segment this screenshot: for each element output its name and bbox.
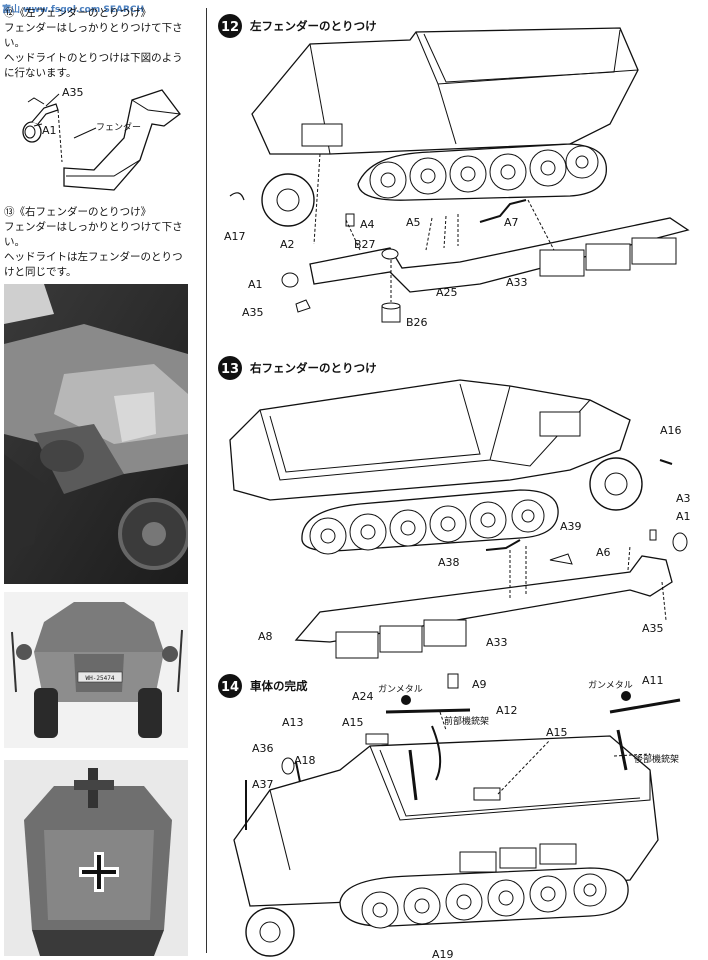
- step12-note-line: い。: [4, 37, 25, 49]
- step12-note-line: に行ないます。: [4, 67, 77, 79]
- step-13-title: 右フェンダーのとりつけ: [249, 361, 377, 375]
- step13-note-line: フェンダーはしっかりとりつけて下さい。: [4, 221, 183, 248]
- part-label: A9: [472, 678, 487, 691]
- step-14-diagram: 14 車体の完成 A24 A13 A15 A36 A18 A37 A9 A12: [218, 673, 681, 960]
- gunmetal-note: ガンメタル: [378, 684, 423, 695]
- headlight-inset-diagram: A35 A1 フェンダー: [22, 86, 181, 191]
- step-14-number: 14: [221, 680, 239, 695]
- column-divider: [206, 8, 207, 953]
- step12-note-title: ⑫《左フェンダーのとりつけ》: [4, 7, 152, 19]
- part-label: A4: [360, 218, 375, 231]
- part-label: A11: [642, 674, 664, 687]
- inset-label-a1: A1: [42, 124, 57, 137]
- part-label: A35: [642, 622, 664, 635]
- part-label: A37: [252, 778, 274, 791]
- part-label: A2: [280, 238, 295, 251]
- part-label: A13: [282, 716, 304, 729]
- step-13-diagram: 13 右フェンダーのとりつけ A16 A3 A1 A39 A38 A6 A8 A…: [218, 356, 691, 659]
- part-label: A6: [596, 546, 611, 559]
- part-label: A17: [224, 230, 246, 243]
- plate-number: WH-25474: [86, 675, 115, 682]
- reference-photo-front-view: WH-25474: [4, 592, 188, 748]
- inset-label-a35: A35: [62, 86, 84, 99]
- rear-mg-mount-note: 後部機銃架: [634, 753, 679, 765]
- step12-note: ⑫《左フェンダーのとりつけ》 フェンダーはしっかりとりつけて下さ い。 ヘッドラ…: [4, 6, 183, 81]
- step-12-title: 左フェンダーのとりつけ: [249, 19, 377, 33]
- step-14-part-labels: A24 A13 A15 A36 A18 A37 A9 A12 A11 A15 A…: [252, 674, 664, 960]
- inset-label-fender: フェンダー: [96, 121, 141, 133]
- part-label: A1: [248, 278, 263, 291]
- part-label: A39: [560, 520, 582, 533]
- part-label: A38: [438, 556, 460, 569]
- part-label: A8: [258, 630, 273, 643]
- step-13-part-labels: A16 A3 A1 A39 A38 A6 A8 A33 A35: [258, 424, 691, 649]
- step-12-number: 12: [221, 20, 239, 35]
- part-label: B26: [406, 316, 428, 326]
- part-label: A33: [506, 276, 528, 289]
- part-label: A19: [432, 948, 454, 960]
- step-number-badge: [218, 674, 242, 698]
- gunmetal-note: ガンメタル: [588, 680, 633, 691]
- step13-note-line: けと同じです。: [4, 266, 77, 278]
- left-column: 富山 www.fsgol.com SEARCH ⑫《左フェンダーのとりつけ》 フ…: [0, 0, 200, 960]
- part-label: A15: [546, 726, 568, 739]
- step-number-badge: [218, 356, 242, 380]
- step13-note-title: ⑬《右フェンダーのとりつけ》: [4, 206, 152, 218]
- reference-photo-rear-view: [4, 760, 188, 956]
- step13-note-line: ヘッドライトは左フェンダーのとりつ: [4, 251, 183, 263]
- step-14-title: 車体の完成: [250, 679, 308, 693]
- step-13-number: 13: [221, 362, 239, 377]
- part-label: A35: [242, 306, 264, 319]
- reference-photo-fender-closeup: [4, 284, 188, 584]
- part-label: A36: [252, 742, 274, 755]
- part-label: A3: [676, 492, 691, 505]
- step12-note-line: ヘッドライトのとりつけは下図のよう: [4, 52, 183, 64]
- part-label: A7: [504, 216, 519, 229]
- step13-note: ⑬《右フェンダーのとりつけ》 フェンダーはしっかりとりつけて下さい。 ヘッドライ…: [4, 205, 200, 280]
- part-label: A5: [406, 216, 421, 229]
- part-label: A1: [676, 510, 691, 523]
- part-label: A16: [660, 424, 682, 437]
- part-label: A25: [436, 286, 458, 299]
- part-label: A24: [352, 690, 374, 703]
- part-label: B27: [354, 238, 376, 251]
- watermark: 富山 www.fsgol.com SEARCH: [2, 5, 145, 15]
- step-12-diagram: 12 左フェンダーのとりつけ A17 A2 A4 A5 A: [218, 14, 690, 326]
- part-label: A33: [486, 636, 508, 649]
- step12-note-line: フェンダーはしっかりとりつけて下さ: [4, 22, 183, 34]
- step-12-part-labels: A17 A2 A4 A5 A7 B27 A1 A35 A25 A33 B26: [224, 216, 528, 326]
- part-label: A12: [496, 704, 518, 717]
- step-number-badge: [218, 14, 242, 38]
- part-label: A18: [294, 754, 316, 767]
- part-label: A15: [342, 716, 364, 729]
- front-mg-mount-note: 前部機銃架: [444, 715, 489, 727]
